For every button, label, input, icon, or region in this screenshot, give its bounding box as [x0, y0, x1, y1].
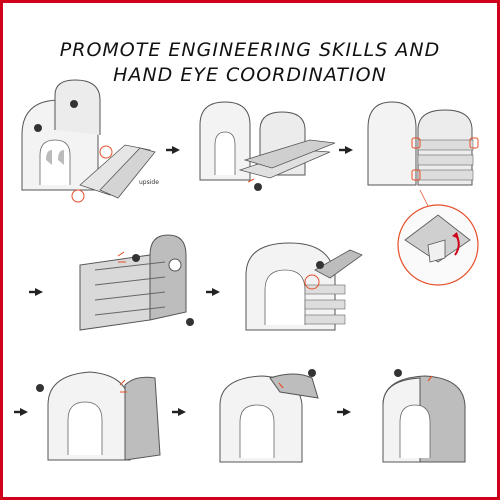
- arrow-1-icon: [166, 146, 180, 154]
- title-line-2: HAND EYE COORDINATION: [113, 64, 387, 86]
- arrow-3-icon: [29, 288, 43, 296]
- step-number-4-icon: [36, 384, 44, 392]
- arrow-4-icon: [206, 288, 220, 296]
- arrow-6-icon: [172, 408, 186, 416]
- step-3-diagram: [367, 101, 479, 286]
- step-2-diagram: [199, 101, 336, 191]
- step-7-diagram: [219, 369, 319, 463]
- step-number-3-icon: [254, 183, 262, 191]
- title-line-1: PROMOTE ENGINEERING SKILLS AND: [59, 39, 441, 61]
- arrow-5-icon: [14, 408, 28, 416]
- step-5-diagram: [245, 242, 363, 331]
- step-4-diagram: [79, 234, 194, 331]
- step-8-diagram: [382, 369, 466, 463]
- step-number-4-icon: [308, 369, 316, 377]
- step-number-4-icon: [316, 261, 324, 269]
- upside-label: upside: [139, 179, 159, 186]
- arrow-7-icon: [337, 408, 351, 416]
- arrow-2-icon: [339, 146, 353, 154]
- step-number-4-icon: [394, 369, 402, 377]
- step-6-diagram: [36, 371, 161, 461]
- step-number-2-icon: [70, 100, 78, 108]
- step-number-3b-icon: [186, 318, 194, 326]
- step-number-3-icon: [132, 254, 140, 262]
- step-number-1-icon: [34, 124, 42, 132]
- step-1-diagram: upside: [21, 79, 159, 203]
